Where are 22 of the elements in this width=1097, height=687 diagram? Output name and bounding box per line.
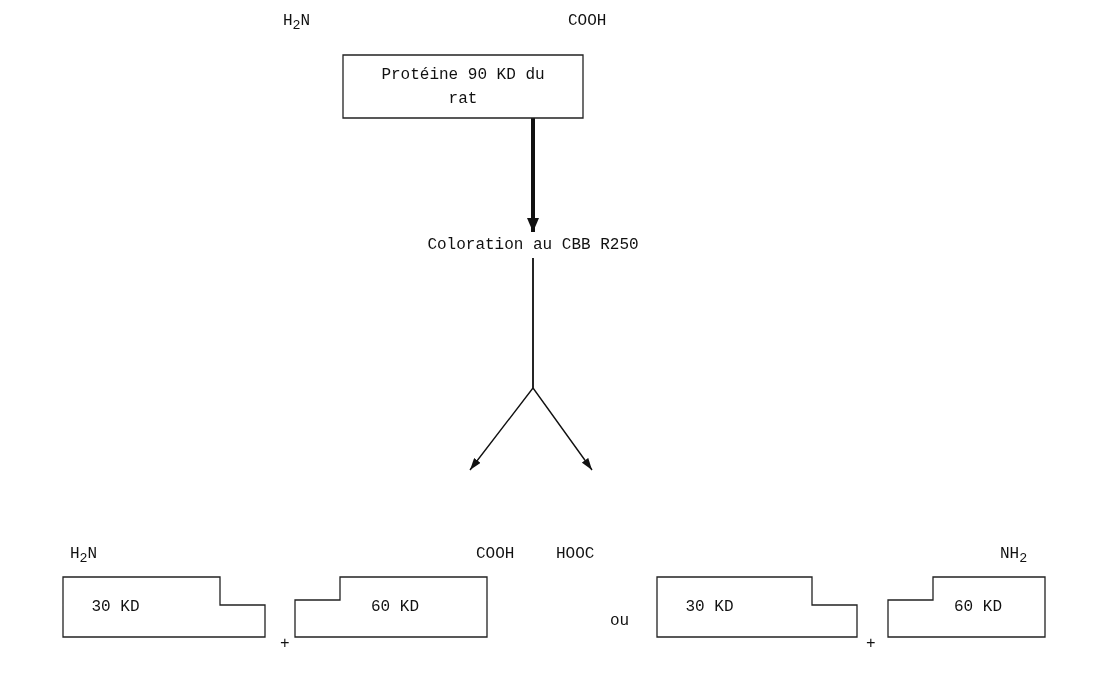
- terminus-label: +: [280, 635, 290, 653]
- fragment-shape: [63, 577, 265, 637]
- step-text: Coloration au CBB R250: [426, 235, 640, 256]
- box-label: 30 KD: [90, 597, 141, 618]
- protein-box: [343, 55, 583, 118]
- terminus-label: COOH: [568, 12, 607, 30]
- terminus-label: COOH: [476, 545, 515, 563]
- terminus-label: ou: [610, 612, 630, 630]
- terminus-label: H$_{2}$N: [70, 545, 98, 567]
- box-label: 60 KD: [370, 597, 420, 618]
- fragment-shape: [295, 577, 487, 637]
- box-label: 60 KD: [953, 597, 1003, 618]
- fragment-shape: [657, 577, 857, 637]
- terminus-label: HOOC: [556, 545, 595, 563]
- terminus-label: H$_{2}$N: [283, 12, 311, 34]
- arrow: [527, 118, 539, 232]
- fragment-shape: [888, 577, 1045, 637]
- terminus-label: NH$_{2}$: [1000, 545, 1028, 567]
- box-label: 30 KD: [684, 597, 735, 618]
- arrow: [532, 257, 593, 471]
- box-label: Protéine 90 KD du rat: [380, 65, 546, 110]
- terminus-label: +: [866, 635, 876, 653]
